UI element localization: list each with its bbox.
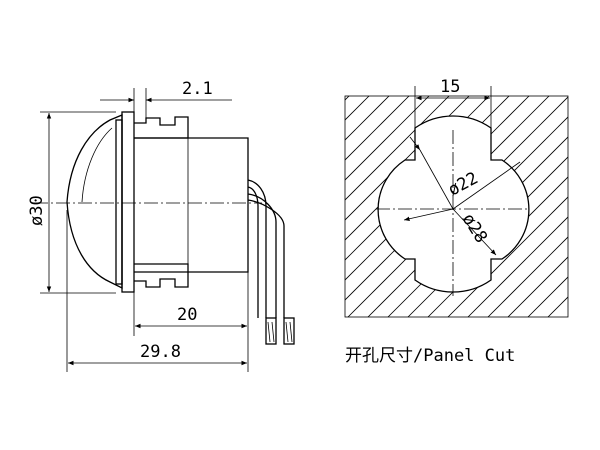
lower-clip xyxy=(134,263,189,288)
dome-lens xyxy=(66,114,123,290)
hatch-line xyxy=(567,316,568,317)
dim-thickness: 2.1 xyxy=(100,79,232,118)
dim-body-length-label: 20 xyxy=(177,305,197,325)
hatch-line xyxy=(105,90,335,320)
bezel-ring xyxy=(115,119,123,285)
hatch-line xyxy=(345,96,410,161)
dim-total-length-label: 29.8 xyxy=(140,342,181,362)
hatch-line xyxy=(547,296,568,317)
hatch-line xyxy=(345,96,430,181)
hatch-line xyxy=(467,216,568,317)
dim-diameter: ø30 xyxy=(27,111,116,294)
dim-diameter-label: ø30 xyxy=(27,195,47,226)
lead-wires xyxy=(247,179,285,318)
hatch-line xyxy=(345,96,390,141)
dim-flat-width-label: 15 xyxy=(440,77,460,97)
panel-border xyxy=(344,95,569,318)
dim-thickness-label: 2.1 xyxy=(182,79,213,99)
hatch-line xyxy=(507,256,568,317)
dim-body-length: 20 xyxy=(133,272,249,336)
bezel-flange xyxy=(121,111,135,293)
body-cylinder xyxy=(134,137,249,273)
dome-highlight xyxy=(81,127,113,203)
side-view: 2.1 ø30 20 29.8 xyxy=(27,79,295,372)
hatch-line xyxy=(585,90,600,320)
hatch-line xyxy=(487,236,568,317)
dim-flat-width: 15 xyxy=(414,77,492,128)
cutout-shape xyxy=(377,115,530,293)
wire-ends xyxy=(265,317,295,345)
upper-clip xyxy=(134,116,189,139)
panel-cut-view: 15 ø22 ø28 开孔尺寸/Panel Cut xyxy=(105,77,600,366)
hatch-line xyxy=(345,96,370,121)
hatch-line xyxy=(527,276,568,317)
dim-total-length: 29.8 xyxy=(66,210,249,372)
panel-cut-caption: 开孔尺寸/Panel Cut xyxy=(345,346,515,366)
